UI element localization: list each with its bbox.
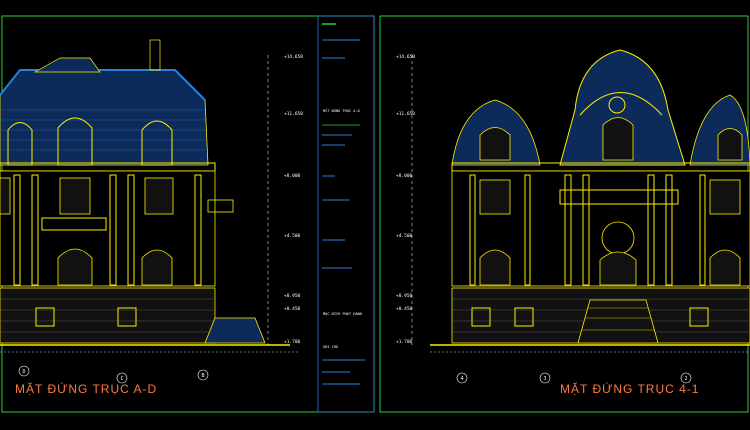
left-elevation [0, 39, 290, 346]
right-axis-bubble-3 [680, 372, 692, 384]
right-axis-label-1: 4 [461, 376, 464, 382]
right-view-title: MẶT ĐỨNG TRỤC 4-1 [560, 381, 699, 396]
right-oculus [608, 96, 626, 114]
left-level-4: +4.500 [284, 233, 301, 239]
left-axis-bubble-2 [116, 372, 128, 384]
left-windows-upper [0, 177, 174, 215]
left-axis-row: D C B [0, 351, 300, 384]
left-level-2: +11.650 [284, 111, 303, 117]
right-dormer-1 [479, 127, 511, 161]
right-dormer-2 [602, 117, 634, 161]
right-central-roof [559, 49, 686, 166]
left-level-marks: +14.650 +11.650 +8.000 +4.500 +0.950 +0.… [267, 54, 303, 345]
title-block: MẶT ĐỨNG TRỤC A-D MỤC ĐÍCH PHÁT HÀNH GHI… [322, 23, 365, 385]
left-level-1: +14.650 [284, 54, 303, 60]
left-wall [0, 170, 216, 287]
right-windows [479, 179, 741, 286]
right-level-3: +8.000 [396, 173, 413, 179]
right-level-4: +4.500 [396, 233, 413, 239]
right-level-marks: +14.650 +11.650 +8.000 +4.500 +0.950 +0.… [396, 54, 415, 345]
right-base-window-3 [689, 307, 709, 327]
title-block-line-2: MỤC ĐÍCH PHÁT HÀNH [323, 311, 362, 316]
right-axis-label-2: 3 [544, 376, 547, 382]
left-level-6: +0.450 [284, 306, 301, 312]
left-axis-label-3: B [202, 373, 205, 379]
left-dormer-2 [141, 120, 173, 166]
right-level-1: +14.650 [396, 54, 415, 60]
left-base-window-1 [35, 307, 55, 327]
left-side-balcony [207, 199, 234, 213]
right-central-arch [579, 92, 663, 116]
left-level-3: +8.000 [284, 173, 301, 179]
right-axis-label-3: 2 [685, 376, 688, 382]
title-block-line-1: MẶT ĐỨNG TRỤC A-D [323, 108, 360, 113]
left-view-title: MẶT ĐỨNG TRỤC A-D [15, 381, 157, 396]
right-level-7: +1.700 [396, 339, 413, 345]
right-columns [469, 174, 706, 286]
right-axis-bubble-2 [539, 372, 551, 384]
left-columns [13, 174, 202, 286]
left-dormer-3 [7, 122, 33, 166]
title-block-column [317, 15, 375, 413]
left-level-5: +0.950 [284, 293, 301, 299]
title-block-line-3: GHI CHÚ [323, 344, 338, 349]
left-roof-hatch [0, 109, 205, 151]
right-base-window-1 [471, 307, 491, 327]
left-roof [0, 69, 209, 166]
left-axis-bubble-3 [197, 369, 209, 381]
left-base-window-2 [117, 307, 137, 327]
left-chimney [149, 39, 161, 71]
left-level-7: +1.700 [284, 339, 301, 345]
left-roof-dome [33, 57, 101, 73]
right-central-balcony [559, 189, 679, 205]
left-stone-base [0, 287, 216, 344]
right-level-2: +11.650 [396, 111, 415, 117]
right-elevation [430, 49, 750, 346]
right-dormer-3 [717, 128, 743, 161]
right-level-6: +0.450 [396, 306, 413, 312]
right-level-5: +0.950 [396, 293, 413, 299]
right-base-window-2 [514, 307, 534, 327]
right-entrance-stair [577, 299, 659, 344]
right-axis-row: 4 3 2 [430, 351, 750, 384]
right-axis-bubble-1 [456, 372, 468, 384]
left-stair [204, 317, 266, 344]
right-stair-steps [582, 307, 654, 331]
left-axis-label-2: C [121, 376, 124, 382]
left-dormer-1 [57, 117, 93, 166]
left-axis-bubble-1 [18, 365, 30, 377]
left-windows-lower [57, 248, 173, 286]
left-axis-label-1: D [23, 369, 26, 375]
left-balcony [41, 217, 107, 231]
